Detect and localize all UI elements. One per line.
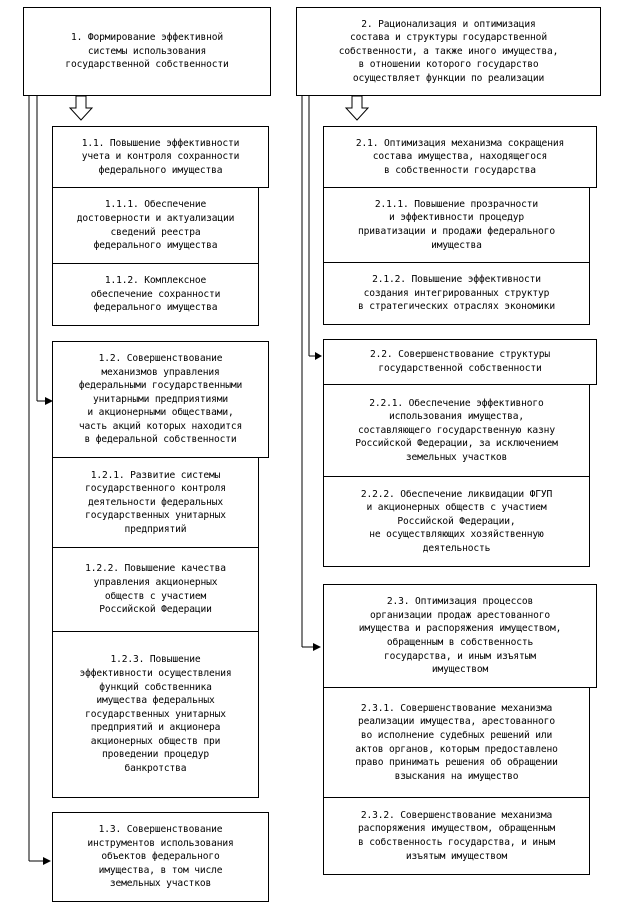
left-g2-item-3-box: 1.2.3. Повышение эффективности осуществл… — [52, 632, 259, 798]
right-g1-item-2-box: 2.1.2. Повышение эффективности создания … — [323, 263, 590, 325]
right-g2-title-box: 2.2. Совершенствование структуры государ… — [323, 339, 597, 385]
left-g2-title-box: 1.2. Совершенствование механизмов управл… — [52, 341, 269, 458]
right-g3-item-2-box: 2.3.2. Совершенствование механизма распо… — [323, 798, 590, 875]
left-g1-title-box: 1.1. Повышение эффективности учета и кон… — [52, 126, 269, 188]
block-arrow-left — [68, 95, 94, 121]
right-main-box: 2. Рационализация и оптимизация состава … — [296, 7, 601, 96]
arrowhead-1-3 — [43, 857, 51, 865]
left-g1-item-2-box: 1.1.2. Комплексное обеспечение сохраннос… — [52, 264, 259, 326]
arrowhead-2-3 — [313, 643, 321, 651]
block-arrow-right — [344, 95, 370, 121]
left-g2-item-2-box: 1.2.2. Повышение качества управления акц… — [52, 548, 259, 632]
right-g3-item-1-box: 2.3.1. Совершенствование механизма реали… — [323, 688, 590, 798]
arrowhead-2-2 — [315, 352, 322, 360]
right-g1-item-1-box: 2.1.1. Повышение прозрачности и эффектив… — [323, 188, 590, 263]
left-g3-title-box: 1.3. Совершенствование инструментов испо… — [52, 812, 269, 902]
right-g1-title-box: 2.1. Оптимизация механизма сокращения со… — [323, 126, 597, 188]
right-g2-item-2-box: 2.2.2. Обеспечение ликвидации ФГУП и акц… — [323, 477, 590, 567]
left-g1-item-1-box: 1.1.1. Обеспечение достоверности и актуа… — [52, 188, 259, 264]
left-main-box: 1. Формирование эффективной системы испо… — [23, 7, 271, 96]
left-g2-item-1-box: 1.2.1. Развитие системы государственного… — [52, 458, 259, 548]
right-g3-title-box: 2.3. Оптимизация процессов организации п… — [323, 584, 597, 688]
right-g2-item-1-box: 2.2.1. Обеспечение эффективного использо… — [323, 385, 590, 477]
